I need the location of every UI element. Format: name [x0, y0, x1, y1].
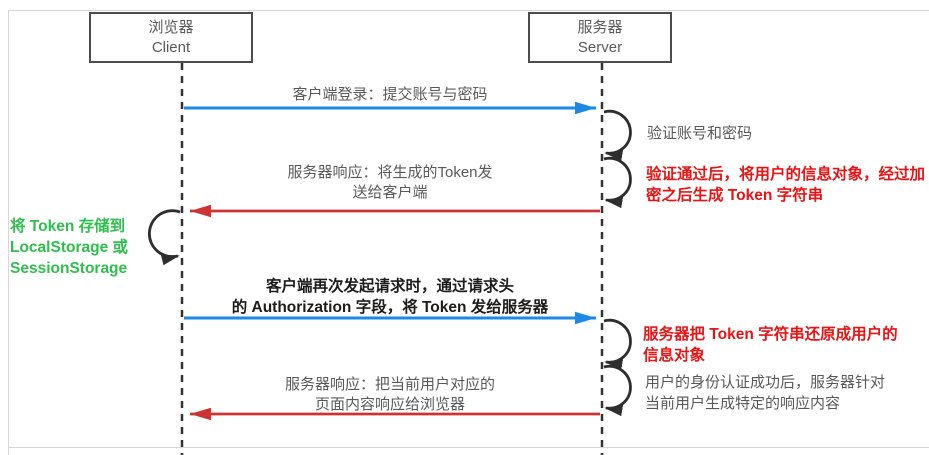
- store-token-loop: [147, 209, 181, 266]
- restore-token-loop: [603, 318, 632, 371]
- auth-request-label: 客户端再次发起请求时，通过请求头 的 Authorization 字段，将 To…: [231, 278, 549, 316]
- generate-token-note: 验证通过后，将用户的信息对象，经过加 密之后生成 Token 字符串: [646, 166, 926, 204]
- actor-client-subtitle: Client: [151, 38, 191, 56]
- page-response-label: 服务器响应：把当前用户对应的 页面内容响应给浏览器: [284, 376, 495, 413]
- restore-token-note: 服务器把 Token 字符串还原成用户的 信息对象: [643, 326, 898, 364]
- store-token-note: 将 Token 存储到 LocalStorage 或 SessionStorag…: [10, 218, 128, 277]
- panel-border-top: [8, 10, 929, 11]
- actor-client-box: 浏览器 Client: [89, 12, 253, 63]
- generate-response-loop: [603, 364, 632, 417]
- generate-token-loop: [603, 156, 632, 209]
- actor-client-title: 浏览器: [148, 18, 194, 36]
- verify-credentials-loop: [603, 109, 632, 162]
- actor-server-title: 服务器: [577, 18, 623, 36]
- verify-credentials-note: 验证账号和密码: [647, 125, 753, 142]
- token-response-label: 服务器响应：将生成的Token发 送给客户端: [287, 164, 493, 201]
- generate-response-note: 用户的身份认证成功后，服务器针对 当前用户生成特定的响应内容: [645, 374, 886, 412]
- actor-server-subtitle: Server: [577, 38, 623, 56]
- login-request-label: 客户端登录：提交账号与密码: [292, 86, 488, 103]
- panel-border-left: [8, 10, 9, 455]
- actor-server-box: 服务器 Server: [528, 12, 672, 63]
- panel-border-bottom: [8, 447, 929, 448]
